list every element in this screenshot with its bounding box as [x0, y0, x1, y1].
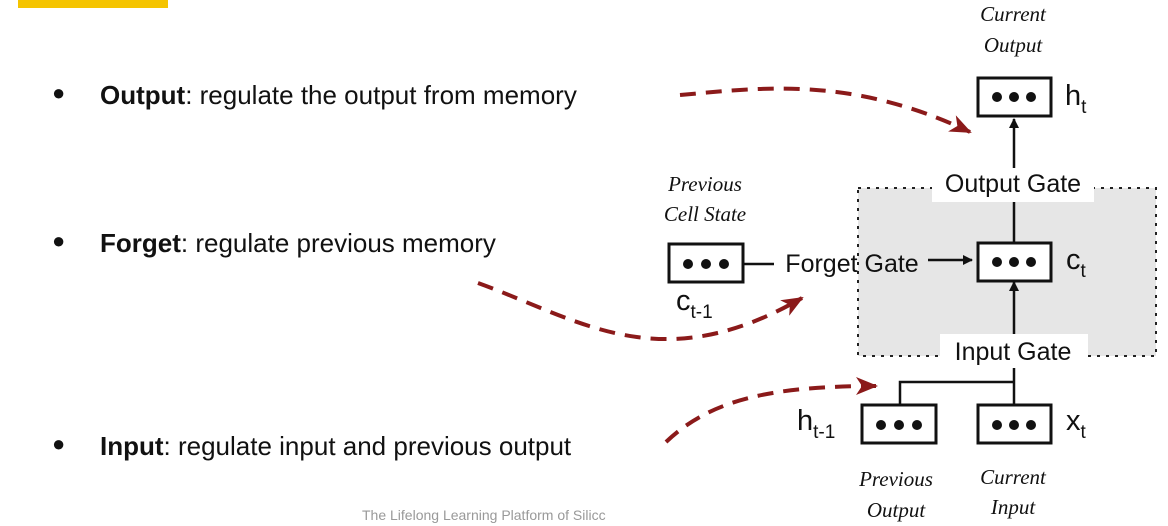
bullet-desc: : regulate previous memory [180, 228, 496, 258]
title-accent-bar [18, 0, 168, 8]
box-x-t [976, 403, 1053, 445]
prev-cell-caption-1: Previous [667, 172, 742, 196]
box-c-t [976, 241, 1053, 283]
input-pointer-arrow [664, 377, 878, 444]
output-gate-bg [932, 168, 1094, 202]
h-t-label: ht [1065, 80, 1087, 118]
current-input-caption-1: Current [980, 465, 1047, 489]
current-input-caption-2: Input [990, 495, 1036, 519]
c-t-label: ct [1066, 244, 1087, 282]
bullet-term: Output [100, 80, 186, 110]
forget-gate-label: Forget Gate [785, 250, 918, 278]
output-gate-label: Output Gate [945, 170, 1081, 198]
c-t-1-label: ct-1 [676, 285, 713, 323]
prev-output-caption-1: Previous [858, 467, 933, 491]
output-pointer-arrow [679, 86, 972, 134]
prev-cell-caption-2: Cell State [664, 202, 746, 226]
current-output-caption-2: Output [984, 33, 1044, 57]
line-ht1-to-input-gate [898, 380, 1014, 404]
bullet-dot: ● [52, 228, 66, 253]
box-h-t-1 [860, 403, 938, 445]
current-output-caption-1: Current [980, 2, 1047, 26]
bullet-dot: ● [52, 80, 66, 105]
bullet-term: Forget [100, 228, 181, 258]
forget-pointer-arrow [477, 281, 804, 341]
bullet-term: Input [100, 431, 164, 461]
input-gate-label: Input Gate [955, 338, 1072, 366]
box-h-t [976, 76, 1053, 118]
box-c-t-1 [667, 242, 745, 284]
bullet-desc: : regulate input and previous output [163, 431, 572, 461]
bullet-dot: ● [52, 431, 66, 456]
input-gate-bg [940, 334, 1088, 368]
h-t-1-label: ht-1 [797, 405, 835, 443]
x-t-label: xt [1066, 405, 1087, 443]
footer-text: The Lifelong Learning Platform of Silicc [362, 507, 606, 523]
prev-output-caption-2: Output [867, 498, 927, 522]
bullet-desc: : regulate the output from memory [185, 80, 577, 110]
